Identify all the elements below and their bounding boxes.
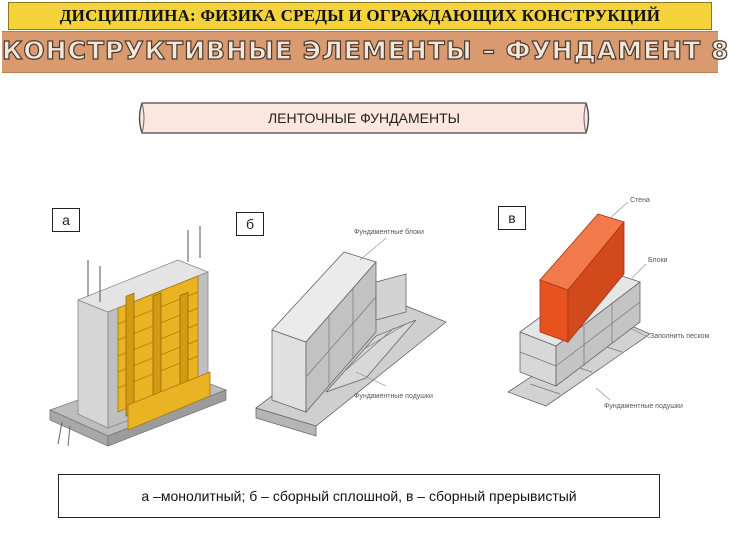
label-blocks: Блоки: [648, 257, 668, 264]
figure-tag-a: а: [52, 208, 80, 232]
monolithic-foundation-illustration: [48, 226, 228, 447]
prefab-discontinuous-illustration: Стена Блоки Заполнить песком Фундаментны…: [507, 197, 710, 410]
figure-tag-c: в: [498, 206, 526, 230]
slide-title: КОНСТРУКТИВНЫЕ ЭЛЕМЕНТЫ – ФУНДАМЕНТ 8: [1, 35, 729, 65]
figure-monolithic: [38, 200, 228, 450]
discipline-header: ДИСЦИПЛИНА: ФИЗИКА СРЕДЫ И ОГРАЖДАЮЩИХ К…: [8, 2, 712, 30]
prefab-continuous-illustration: Фундаментные блоки Фундаментные подушки: [255, 228, 447, 437]
section-title: ЛЕНТОЧНЫЕ ФУНДАМЕНТЫ: [267, 110, 461, 126]
slide-title-band: КОНСТРУКТИВНЫЕ ЭЛЕМЕНТЫ – ФУНДАМЕНТ 8: [1, 31, 729, 73]
figure-caption-box: а –монолитный; б – сборный сплошной, в –…: [58, 474, 660, 518]
figure-caption: а –монолитный; б – сборный сплошной, в –…: [141, 488, 577, 504]
section-scroll-banner: ЛЕНТОЧНЫЕ ФУНДАМЕНТЫ: [136, 101, 592, 135]
figure-prefab-discontinuous: Стена Блоки Заполнить песком Фундаментны…: [500, 192, 710, 418]
label-wall: Стена: [630, 197, 650, 204]
label-sand-fill: Заполнить песком: [650, 333, 710, 340]
label-foundation-pads-c: Фундаментные подушки: [604, 403, 683, 410]
discipline-title: ДИСЦИПЛИНА: ФИЗИКА СРЕДЫ И ОГРАЖДАЮЩИХ К…: [59, 6, 661, 25]
label-foundation-blocks: Фундаментные блоки: [354, 228, 424, 236]
label-foundation-pads: Фундаментные подушки: [354, 393, 433, 400]
figure-tag-b: б: [236, 212, 264, 236]
figure-prefab-continuous: Фундаментные блоки Фундаментные подушки: [236, 212, 486, 440]
scroll-shape: [138, 102, 590, 134]
